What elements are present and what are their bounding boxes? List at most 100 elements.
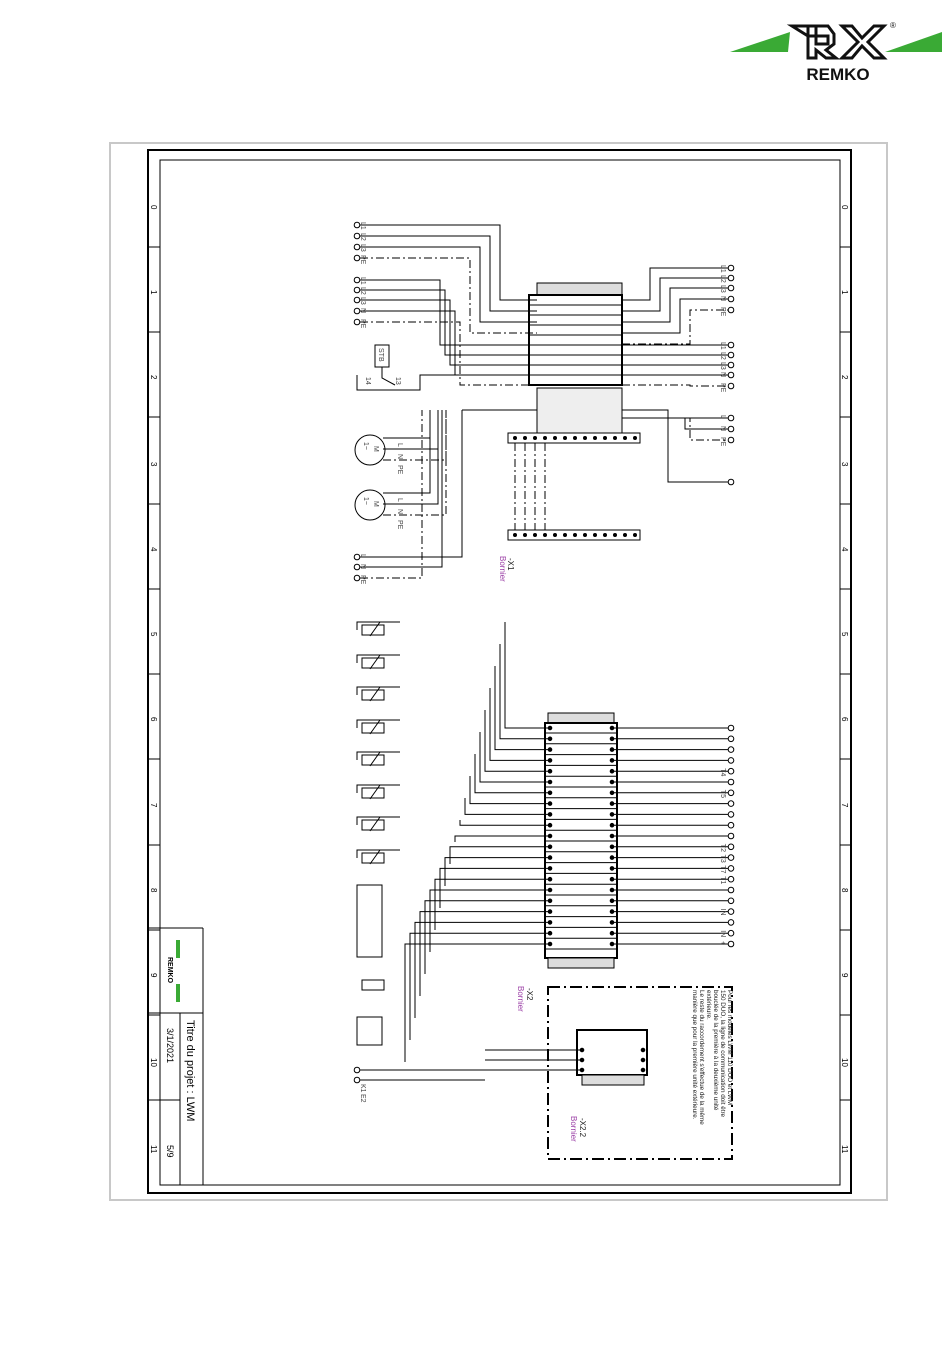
x1-id: -X1: [506, 558, 515, 571]
terminal: [727, 886, 735, 894]
grid-number: 3: [840, 462, 849, 467]
terminal-label: 14: [364, 377, 371, 385]
terminal-label: PE: [359, 255, 366, 265]
terminal: [353, 221, 361, 229]
terminal: [353, 1076, 361, 1084]
grid-number: 9: [840, 973, 849, 978]
terminal-label: N: [719, 372, 726, 377]
terminal: [727, 832, 735, 840]
terminal: [727, 757, 735, 764]
terminal-label: N: [396, 509, 403, 514]
grid-number: 10: [840, 1058, 849, 1067]
note-line: Le reste du raccordement s'effectue de l…: [698, 990, 705, 1125]
terminal: [727, 361, 735, 369]
terminal: [727, 800, 735, 807]
grid-number: 4: [149, 547, 158, 552]
sensor-icon: [361, 689, 385, 701]
terminal: [727, 940, 735, 948]
terminal-label: T3: [719, 855, 726, 863]
x2-id: -X2: [525, 988, 534, 1001]
motor-icon: [354, 434, 386, 466]
terminal-label: L2: [359, 287, 366, 295]
terminal: [353, 232, 361, 240]
terminal-label: 1~: [362, 497, 369, 505]
terminal-label: N: [719, 296, 726, 301]
terminal: [353, 574, 361, 582]
motor-icon: [354, 489, 386, 521]
terminal-label: L: [719, 415, 726, 419]
grid-number: 2: [840, 375, 849, 380]
terminal-label: PE: [396, 520, 403, 530]
title-block-logo: REMKO: [166, 940, 180, 1002]
grid-number: 3: [149, 462, 158, 467]
terminal: [727, 919, 735, 926]
grid-number: 0: [149, 205, 158, 210]
x22-label: Bornier: [569, 1116, 578, 1142]
terminal: [353, 296, 361, 304]
x1-terminal-block: [528, 294, 623, 386]
terminal-label: L2: [359, 233, 366, 241]
terminal-label: PE: [359, 319, 366, 329]
terminal-label: PE: [719, 437, 726, 447]
logo-text: REMKO: [806, 65, 869, 84]
title-block-logo-text: REMKO: [166, 957, 173, 984]
terminal: [727, 425, 735, 433]
terminal: [727, 929, 735, 937]
terminal: [353, 553, 361, 561]
terminal-label: L2: [719, 352, 726, 360]
terminal: [727, 778, 735, 786]
sensor-icon: [361, 657, 385, 669]
grid-number: 11: [149, 1145, 158, 1154]
grid-number: 4: [840, 547, 849, 552]
terminal-label: M: [372, 501, 379, 507]
terminal: [727, 306, 735, 314]
grid-number: 1: [149, 290, 158, 295]
terminal-label: N: [719, 426, 726, 431]
terminal: [353, 254, 361, 262]
sensor-icon: [361, 819, 385, 831]
sensor-icon: [361, 787, 385, 799]
terminal-label: M: [372, 446, 379, 452]
terminal: [353, 563, 361, 571]
terminal-label: L: [396, 443, 403, 447]
grid-number: 5: [149, 632, 158, 637]
terminal-label: +: [719, 941, 726, 945]
title-block: REMKO Titre du projet : LWM 3/1/2021 5/9: [148, 927, 204, 1185]
grid-number: 7: [840, 803, 849, 808]
project-title: Titre du projet : LWM: [184, 1020, 196, 1121]
terminal-label: L3: [719, 362, 726, 370]
x1-label: Bornier: [498, 556, 507, 582]
terminal: [353, 276, 361, 284]
sensor-icon: [361, 979, 385, 991]
stb-label: STB: [377, 348, 384, 362]
remko-logo: REMKO ®: [730, 21, 942, 84]
terminal-label: L3: [359, 297, 366, 305]
grid-number: 5: [840, 632, 849, 637]
terminal: [353, 307, 361, 315]
grid-number: 1: [840, 290, 849, 295]
terminal: [727, 897, 735, 905]
terminal-label: L: [396, 498, 403, 502]
grid-number: 8: [149, 888, 158, 893]
terminal: [727, 735, 735, 743]
terminal: [727, 414, 735, 422]
grid-number: 2: [149, 375, 158, 380]
terminal: [727, 264, 735, 272]
terminal: [727, 724, 735, 732]
terminal-label: L1: [719, 265, 726, 273]
x22-id: -X2.2: [578, 1118, 587, 1138]
terminal-label: 1~: [362, 442, 369, 450]
terminal: [727, 789, 735, 797]
terminal: [353, 318, 361, 326]
terminal-label: T1: [719, 876, 726, 884]
x2-label: Bornier: [516, 986, 525, 1012]
terminal-label: T4: [719, 768, 726, 776]
terminal: [727, 865, 735, 872]
terminal-label: T7: [719, 865, 726, 873]
terminal-label: T2: [719, 844, 726, 852]
terminal-label: N: [396, 454, 403, 459]
terminal: [727, 478, 735, 486]
